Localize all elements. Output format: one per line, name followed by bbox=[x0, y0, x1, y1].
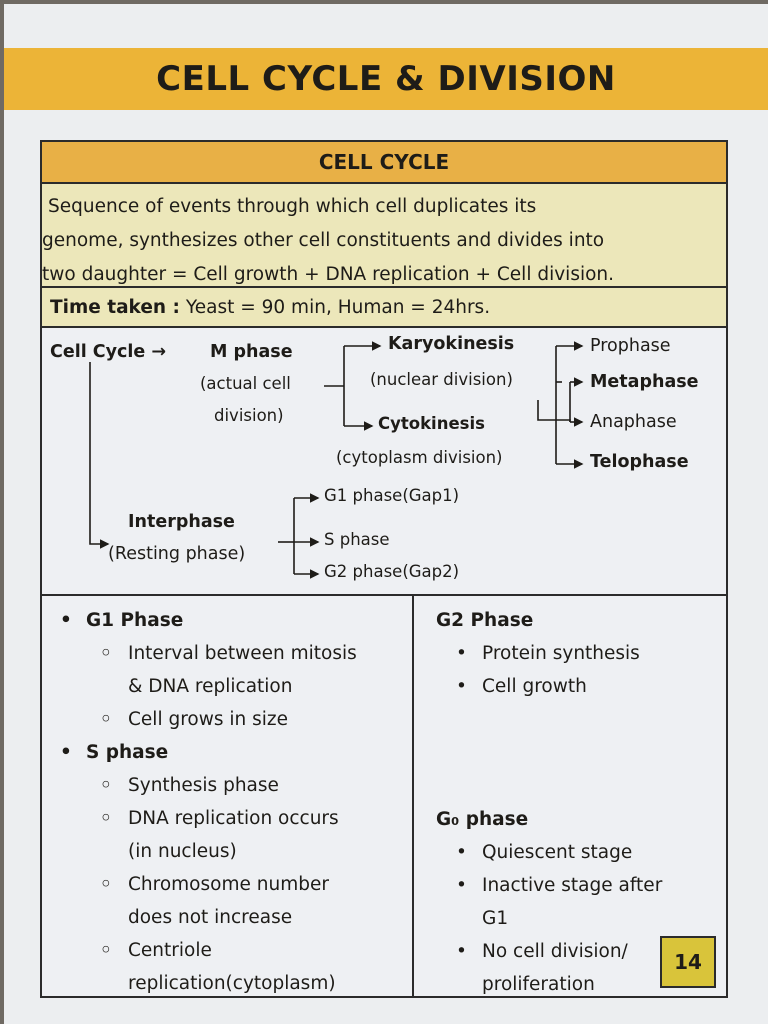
definition-line: genome, synthesizes other cell constitue… bbox=[42, 230, 605, 251]
s-item-cont: does not increase bbox=[128, 907, 293, 928]
time-taken-value: Yeast = 90 min, Human = 24hrs. bbox=[185, 296, 491, 318]
study-card: CELL CYCLE & DIVISION CELL CYCLE Sequenc… bbox=[4, 4, 768, 1024]
right-column: G2 Phase Protein synthesis Cell growth G… bbox=[436, 604, 726, 1001]
g2-heading: G2 Phase bbox=[436, 610, 534, 631]
g0-heading: G₀ phase bbox=[436, 809, 529, 830]
stage-anaphase: Anaphase bbox=[590, 412, 677, 432]
s-item-cont: replication(cytoplasm) bbox=[128, 973, 336, 994]
column-divider bbox=[412, 596, 414, 996]
cell-cycle-definition: Sequence of events through which cell du… bbox=[42, 184, 726, 288]
definition-line: two daughter = Cell growth + DNA replica… bbox=[42, 264, 615, 285]
cell-cycle-heading: CELL CYCLE bbox=[42, 142, 726, 184]
stage-metaphase: Metaphase bbox=[590, 372, 699, 392]
spacer bbox=[436, 703, 726, 803]
page-title: CELL CYCLE & DIVISION bbox=[156, 59, 616, 99]
g2-item: Protein synthesis bbox=[436, 637, 726, 670]
g0-item: Quiescent stage bbox=[436, 836, 726, 869]
s-item: DNA replication occurs bbox=[56, 802, 410, 835]
g1-item-cont: & DNA replication bbox=[128, 676, 293, 697]
cell-cycle-root: Cell Cycle → bbox=[50, 342, 167, 362]
g0-item: No cell division/ bbox=[436, 935, 726, 968]
s-item: Synthesis phase bbox=[56, 769, 410, 802]
s-item: Chromosome number bbox=[56, 868, 410, 901]
cell-cycle-frame: CELL CYCLE Sequence of events through wh… bbox=[40, 140, 728, 998]
g0-item: Inactive stage after bbox=[436, 869, 726, 902]
interphase-g1: G1 phase(Gap1) bbox=[324, 486, 460, 505]
left-column: G1 Phase Interval between mitosis & DNA … bbox=[56, 604, 410, 1000]
g0-item-cont: G1 bbox=[482, 908, 509, 929]
m-phase-label: M phase bbox=[210, 342, 293, 362]
stage-telophase: Telophase bbox=[590, 452, 689, 472]
cell-cycle-diagram: Cell Cycle → M phase (actual cell divisi… bbox=[42, 330, 726, 596]
s-item-cont: (in nucleus) bbox=[128, 841, 237, 862]
stage-prophase: Prophase bbox=[590, 336, 671, 356]
karyokinesis-label: Karyokinesis bbox=[388, 334, 515, 354]
g1-heading: G1 Phase bbox=[56, 604, 410, 637]
phase-details: G1 Phase Interval between mitosis & DNA … bbox=[42, 596, 726, 996]
title-band: CELL CYCLE & DIVISION bbox=[4, 48, 768, 110]
interphase-s: S phase bbox=[324, 530, 390, 549]
m-phase-desc: (actual cell bbox=[200, 374, 291, 393]
diagram-connectors bbox=[89, 341, 584, 579]
time-taken-label: Time taken : bbox=[50, 296, 180, 318]
karyokinesis-desc: (nuclear division) bbox=[370, 370, 513, 389]
interphase-label: Interphase bbox=[128, 512, 235, 532]
definition-line: Sequence of events through which cell du… bbox=[48, 196, 537, 217]
g2-item: Cell growth bbox=[436, 670, 726, 703]
s-item: Centriole bbox=[56, 934, 410, 967]
cytokinesis-desc: (cytoplasm division) bbox=[336, 448, 503, 467]
interphase-g2: G2 phase(Gap2) bbox=[324, 562, 460, 581]
m-phase-desc: division) bbox=[214, 406, 284, 425]
g1-item: Cell grows in size bbox=[56, 703, 410, 736]
cytokinesis-label: Cytokinesis bbox=[378, 414, 485, 433]
page-number: 14 bbox=[660, 936, 716, 988]
s-heading: S phase bbox=[56, 736, 410, 769]
interphase-desc: (Resting phase) bbox=[108, 544, 246, 564]
g0-item-cont: proliferation bbox=[482, 974, 595, 995]
time-taken-row: Time taken : Yeast = 90 min, Human = 24h… bbox=[42, 288, 726, 328]
g1-item: Interval between mitosis bbox=[56, 637, 410, 670]
